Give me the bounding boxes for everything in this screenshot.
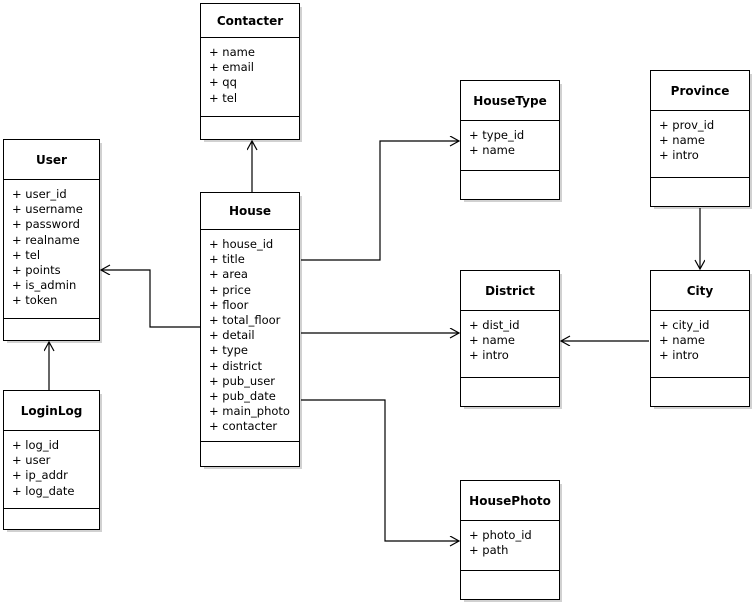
uml-attribute: + is_admin (12, 278, 77, 293)
uml-attribute: + main_photo (209, 404, 290, 419)
uml-operations-housephoto (461, 571, 559, 599)
uml-attribute: + prov_id (659, 118, 715, 132)
uml-attribute: + username (12, 202, 83, 217)
uml-attributes-user: + user_id+ username+ password+ realname+… (4, 180, 99, 319)
relationship-house-housetype (301, 141, 459, 261)
uml-attribute: + user_id (12, 187, 67, 201)
uml-operations-city (651, 378, 749, 406)
uml-class-province[interactable]: Province+ prov_id+ name+ intro (650, 70, 750, 207)
relationship-house-user (101, 270, 200, 328)
uml-attribute: + token (12, 293, 58, 308)
uml-attributes-house: + house_id+ title+ area+ price+ floor+ t… (201, 230, 299, 442)
uml-class-name-contacter: Contacter (201, 4, 299, 38)
uml-operations-district (461, 378, 559, 406)
uml-attribute: + email (209, 60, 255, 75)
uml-attribute: + log_date (12, 483, 75, 498)
uml-class-name-province: Province (651, 71, 749, 111)
uml-attribute: + password (12, 217, 80, 232)
uml-attribute: + name (659, 133, 705, 148)
uml-attributes-city: + city_id+ name+ intro (651, 311, 749, 378)
uml-attribute: + name (209, 45, 255, 59)
uml-class-name-user: User (4, 140, 99, 180)
uml-attributes-loginlog: + log_id+ user+ ip_addr+ log_date (4, 431, 99, 509)
uml-attribute: + title (209, 252, 245, 267)
uml-class-district[interactable]: District+ dist_id+ name+ intro (460, 270, 560, 407)
uml-class-housetype[interactable]: HouseType+ type_id+ name (460, 80, 560, 200)
uml-attribute: + dist_id (469, 318, 520, 332)
uml-attribute: + points (12, 263, 61, 278)
uml-attribute: + city_id (659, 318, 710, 332)
uml-attribute: + tel (209, 90, 238, 105)
uml-class-name-district: District (461, 271, 559, 311)
uml-attribute: + floor (209, 297, 249, 312)
uml-attribute: + district (209, 358, 263, 373)
uml-attribute: + photo_id (469, 528, 532, 542)
uml-attribute: + type_id (469, 128, 525, 142)
uml-attribute: + pub_date (209, 389, 276, 404)
uml-attributes-contacter: + name+ email+ qq+ tel (201, 38, 299, 117)
uml-attribute: + detail (209, 328, 255, 343)
uml-attribute: + user (12, 453, 51, 468)
uml-class-user[interactable]: User+ user_id+ username+ password+ realn… (3, 139, 100, 341)
uml-class-name-housetype: HouseType (461, 81, 559, 121)
uml-attribute: + path (469, 543, 509, 558)
uml-class-name-loginlog: LoginLog (4, 391, 99, 431)
uml-attribute: + contacter (209, 419, 278, 434)
uml-class-city[interactable]: City+ city_id+ name+ intro (650, 270, 750, 407)
uml-attribute: + intro (469, 348, 509, 363)
uml-attributes-housephoto: + photo_id+ path (461, 521, 559, 571)
uml-operations-housetype (461, 171, 559, 199)
uml-class-housephoto[interactable]: HousePhoto+ photo_id+ path (460, 480, 560, 600)
uml-attribute: + name (469, 333, 515, 348)
uml-attribute: + tel (12, 247, 41, 262)
relationship-house-housephoto (301, 399, 459, 541)
uml-attribute: + intro (659, 348, 699, 363)
uml-operations-loginlog (4, 509, 99, 529)
uml-attribute: + area (209, 267, 248, 282)
uml-attribute: + qq (209, 75, 237, 90)
uml-class-contacter[interactable]: Contacter+ name+ email+ qq+ tel (200, 3, 300, 140)
uml-attribute: + house_id (209, 237, 274, 251)
uml-attribute: + ip_addr (12, 468, 68, 483)
uml-operations-user (4, 319, 99, 340)
uml-attribute: + realname (12, 232, 80, 247)
uml-class-name-city: City (651, 271, 749, 311)
uml-attribute: + intro (659, 148, 699, 163)
uml-attribute: + pub_user (209, 373, 276, 388)
uml-class-loginlog[interactable]: LoginLog+ log_id+ user+ ip_addr+ log_dat… (3, 390, 100, 530)
uml-attributes-housetype: + type_id+ name (461, 121, 559, 171)
uml-attributes-province: + prov_id+ name+ intro (651, 111, 749, 178)
uml-class-name-house: House (201, 193, 299, 230)
uml-attribute: + name (659, 333, 705, 348)
uml-class-name-housephoto: HousePhoto (461, 481, 559, 521)
uml-operations-province (651, 178, 749, 206)
uml-operations-contacter (201, 117, 299, 139)
uml-attribute: + total_floor (209, 313, 281, 328)
uml-attribute: + log_id (12, 438, 60, 452)
uml-attribute: + name (469, 143, 515, 158)
uml-class-house[interactable]: House+ house_id+ title+ area+ price+ flo… (200, 192, 300, 467)
uml-attribute: + type (209, 343, 248, 358)
uml-attribute: + price (209, 282, 251, 297)
uml-operations-house (201, 442, 299, 466)
uml-attributes-district: + dist_id+ name+ intro (461, 311, 559, 378)
